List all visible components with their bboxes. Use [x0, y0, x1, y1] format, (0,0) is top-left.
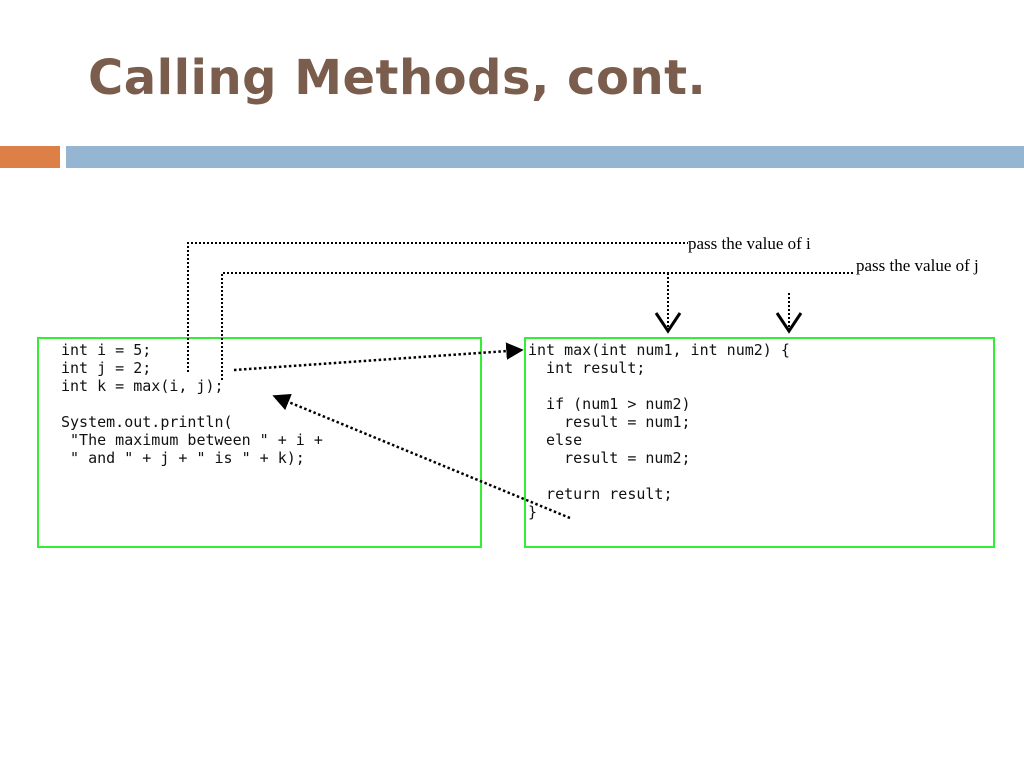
connector-pass-j	[221, 272, 855, 380]
chevron-down-num2	[775, 312, 803, 334]
accent-bar-blue	[66, 146, 1024, 168]
annotation-pass-i: pass the value of i	[688, 234, 811, 254]
caller-code-box: int i = 5; int j = 2; int k = max(i, j);…	[37, 337, 482, 548]
max-method-code: int max(int num1, int num2) { int result…	[528, 341, 790, 521]
connector-pass-i	[187, 242, 688, 372]
method-code-box: int max(int num1, int num2) { int result…	[524, 337, 995, 548]
annotation-pass-j: pass the value of j	[856, 256, 979, 276]
arrow-call-method	[233, 342, 524, 372]
arrow-return-result	[272, 393, 571, 520]
caller-code: int i = 5; int j = 2; int k = max(i, j);…	[61, 341, 323, 467]
accent-bar-orange	[0, 146, 60, 168]
chevron-down-num1	[654, 312, 682, 334]
slide-title: Calling Methods, cont.	[88, 50, 707, 106]
